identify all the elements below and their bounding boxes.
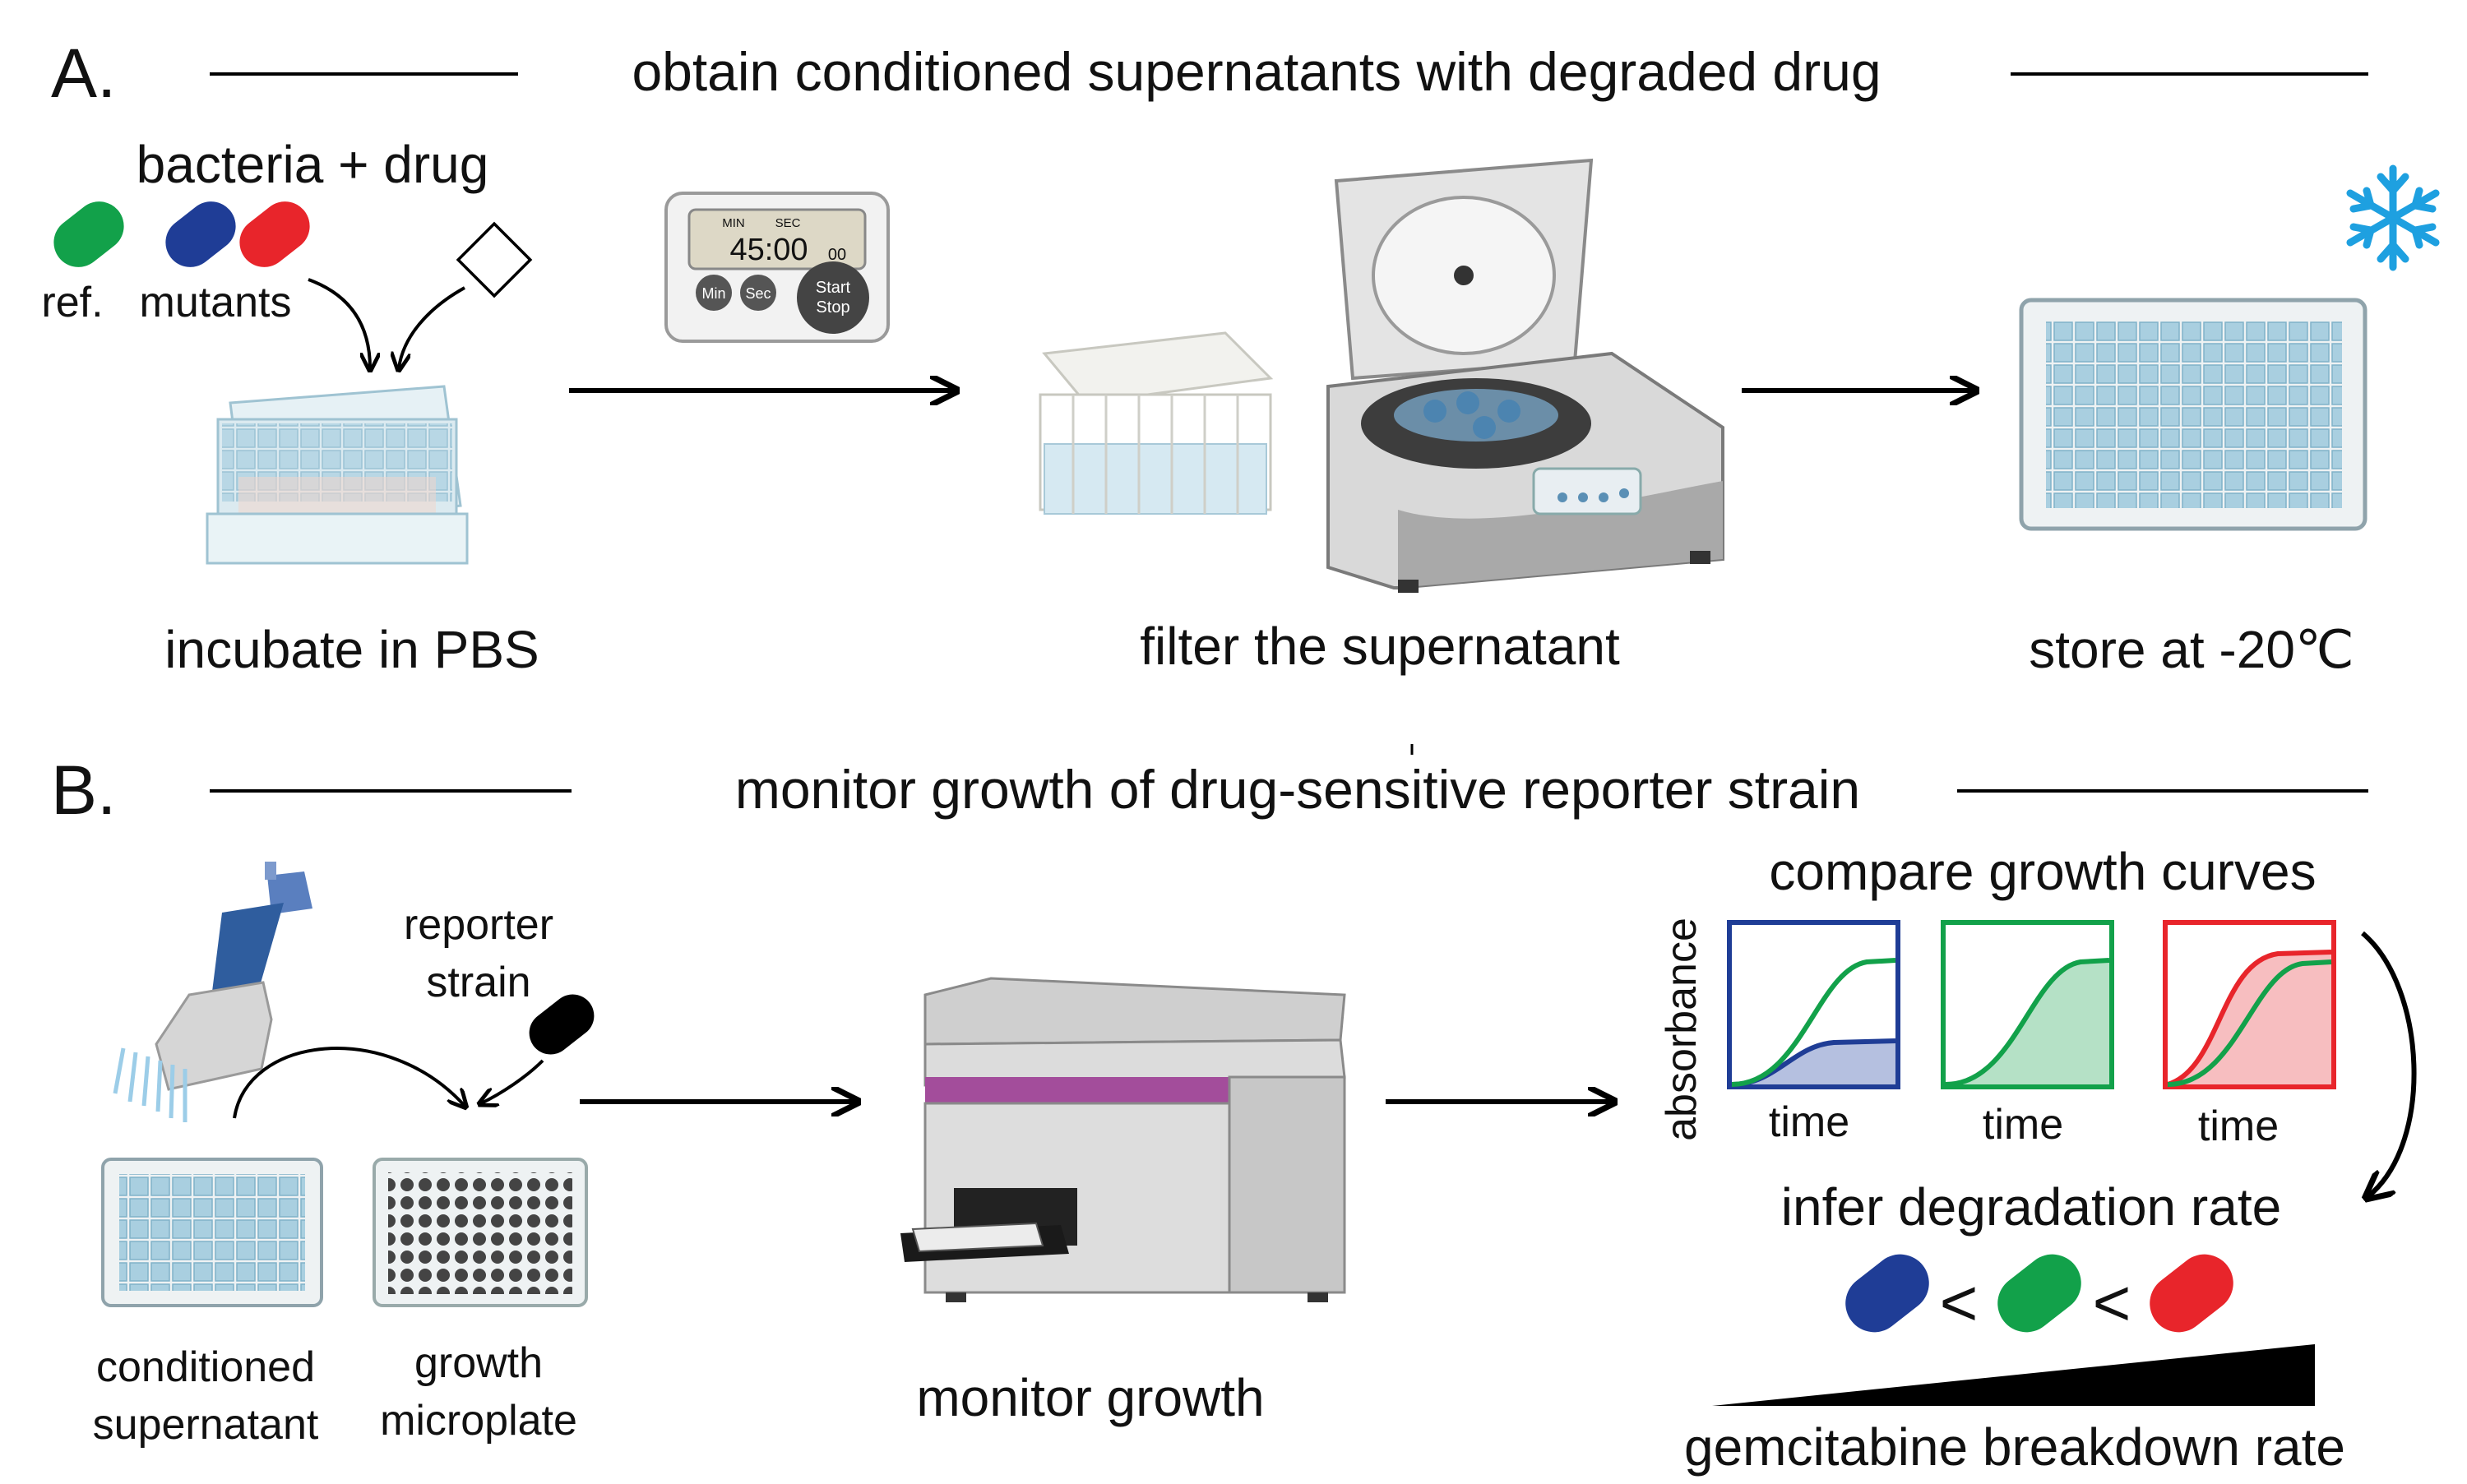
incubate-label: incubate in PBS <box>164 620 539 679</box>
bacteria-drug-label: bacteria + drug <box>137 135 489 194</box>
conditioned-plate-icon <box>101 1158 323 1307</box>
x-axis-label-2: time <box>1983 1101 2063 1149</box>
bacteria-arrow <box>308 278 370 368</box>
drug-arrow <box>399 286 465 368</box>
growth-label-line1: growth <box>414 1339 543 1387</box>
timer-sec-button: Sec <box>745 285 771 302</box>
mutant-bacterium-blue <box>165 201 236 267</box>
filter-plate-icon <box>1039 331 1274 515</box>
snowflake-icon <box>2346 164 2440 271</box>
storage-plate-icon <box>2019 298 2367 531</box>
y-axis-label: absorbance <box>1658 918 1706 1141</box>
ordering-red <box>2150 1254 2233 1333</box>
section-b-title: monitor growth of drug-sensitive reporte… <box>735 759 1860 820</box>
growth-curve-panel-green <box>1941 920 2114 1089</box>
mutant-bacterium-red <box>239 201 310 267</box>
timer-min-caption: MIN <box>722 216 745 230</box>
ordering-green <box>1997 1254 2081 1333</box>
mutants-label: mutants <box>140 279 292 326</box>
timer-start-label: Start <box>816 279 851 297</box>
plate-reader-icon <box>900 977 1346 1302</box>
ordering-blue <box>1845 1254 1929 1333</box>
growth-label-line2: microplate <box>380 1397 577 1445</box>
breakdown-label: gemcitabine breakdown rate <box>1684 1417 2345 1477</box>
reporter-label-line2: strain <box>426 959 530 1006</box>
monitor-label: monitor growth <box>916 1368 1264 1427</box>
infer-arrow <box>2363 931 2417 1196</box>
growth-curve-panel-red <box>2163 920 2336 1089</box>
centrifuge-icon <box>1326 158 1724 593</box>
less-than-2: < <box>2093 1266 2131 1339</box>
growth-microplate-icon <box>373 1158 588 1307</box>
ref-label: ref. <box>41 279 103 326</box>
infer-label: infer degradation rate <box>1781 1177 2281 1237</box>
timer-display-small: 00 <box>828 246 846 264</box>
x-axis-label-3: time <box>2198 1103 2279 1150</box>
section-a-title: obtain conditioned supernatants with deg… <box>632 41 1881 102</box>
timer-sec-caption: SEC <box>775 216 801 230</box>
compare-label: compare growth curves <box>1769 842 2316 901</box>
conditioned-label-line1: conditioned <box>96 1343 315 1391</box>
deep-well-plate-icon <box>206 385 469 565</box>
growth-curve-panel-blue <box>1727 920 1900 1089</box>
timer-min-button: Min <box>701 285 725 302</box>
section-a-letter: A. <box>51 35 116 112</box>
pipette-icon <box>113 862 312 1122</box>
filter-label: filter the supernatant <box>1140 617 1620 676</box>
timer-display: 45:00 <box>729 233 808 267</box>
reporter-arrow <box>481 1059 544 1103</box>
timer-stop-label: Stop <box>816 298 849 317</box>
transfer-arrow <box>233 1047 465 1119</box>
reference-bacterium <box>53 201 124 267</box>
reporter-label-line1: reporter <box>404 901 553 949</box>
drug-diamond-icon <box>456 221 533 298</box>
reporter-bacterium <box>529 994 595 1055</box>
conditioned-label-line2: supernatant <box>93 1401 319 1449</box>
breakdown-wedge <box>1712 1344 2315 1406</box>
section-b-letter: B. <box>51 751 116 829</box>
timer-icon: MIN SEC 45:00 00 Min Sec Start Stop <box>664 192 890 343</box>
less-than-1: < <box>1940 1266 1979 1339</box>
x-axis-label-1: time <box>1769 1098 1849 1146</box>
store-label: store at -20℃ <box>2029 620 2354 679</box>
